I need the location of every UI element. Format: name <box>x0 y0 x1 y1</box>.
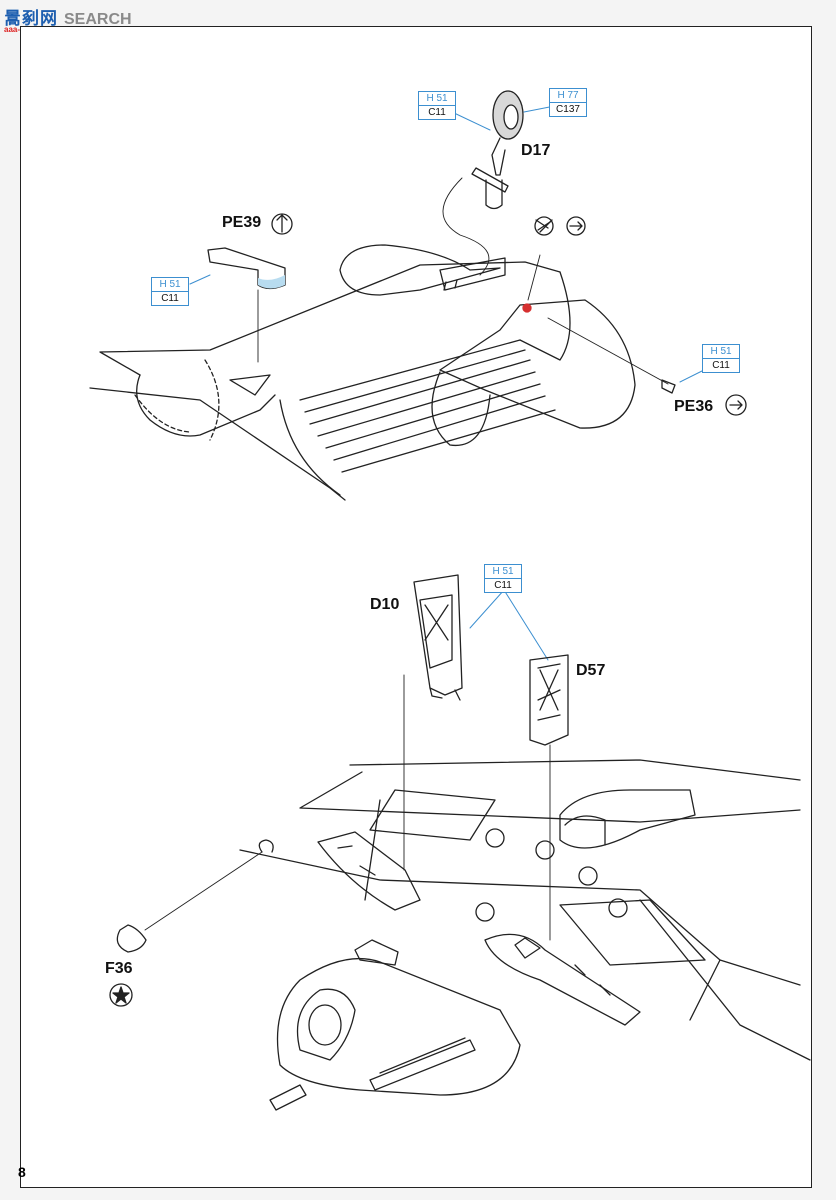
color-code-pe36: H 51 C11 <box>702 344 740 373</box>
color-code-primary: H 51 <box>419 92 455 106</box>
part-label-f36: F36 <box>105 960 133 977</box>
color-code-secondary: C11 <box>494 580 512 591</box>
tail-fuselage-assembly <box>89 90 676 501</box>
color-code-primary: H 51 <box>485 565 521 579</box>
photo-etch-icon <box>534 216 554 236</box>
color-code-d10-d57: H 51 C11 <box>484 564 522 593</box>
color-code-primary: H 51 <box>703 345 739 359</box>
part-label-d17: D17 <box>521 142 551 159</box>
part-label-d57: D57 <box>576 662 606 679</box>
color-code-secondary: C137 <box>556 104 580 115</box>
color-leaders <box>189 102 713 661</box>
color-code-secondary: C11 <box>428 107 446 118</box>
wing-nacelle-assembly <box>116 574 811 1111</box>
watermark-en: SEARCH <box>64 11 132 28</box>
part-label-pe39: PE39 <box>222 214 262 231</box>
color-code-secondary: C11 <box>712 360 730 371</box>
part-label-d10: D10 <box>370 596 400 613</box>
color-code-d17-right: H 77 C137 <box>549 88 587 117</box>
part-label-pe36: PE36 <box>674 398 714 415</box>
color-code-secondary: C11 <box>161 293 179 304</box>
instruction-sheet <box>20 26 812 1188</box>
bend-right-icon <box>566 216 586 236</box>
color-code-pe39: H 51 C11 <box>151 277 189 306</box>
bend-right-icon <box>725 394 747 416</box>
color-code-primary: H 77 <box>550 89 586 103</box>
color-code-d17-left: H 51 C11 <box>418 91 456 120</box>
star-circle-icon <box>109 983 133 1007</box>
page-number: 8 <box>18 1164 26 1180</box>
color-code-primary: H 51 <box>152 278 188 292</box>
watermark-cn: 暠剢网 <box>4 9 58 28</box>
bend-up-icon <box>271 213 293 235</box>
watermark: 暠剢网 SEARCH <box>4 4 132 29</box>
